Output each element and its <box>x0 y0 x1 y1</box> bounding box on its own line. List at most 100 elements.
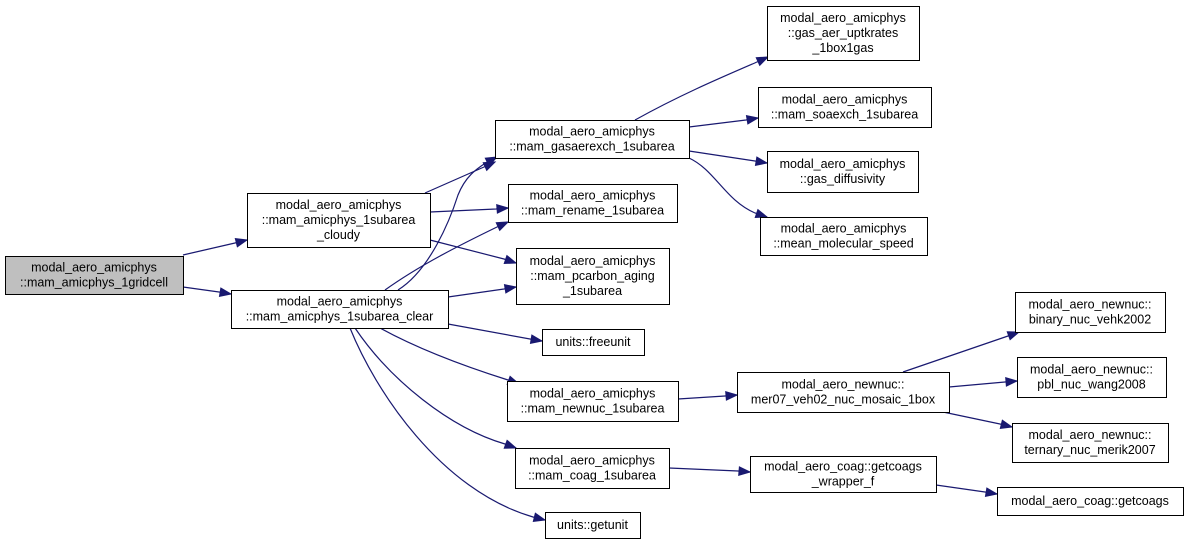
edge-clear-to-rename <box>384 221 510 291</box>
edge-line <box>688 150 768 164</box>
edge-line <box>429 239 517 264</box>
node-label-line: ternary_nuc_merik2007 <box>1024 443 1155 457</box>
node-cloudy[interactable]: modal_aero_amicphys::mam_amicphys_1subar… <box>247 193 431 248</box>
edge-mosaic-to-binary <box>902 331 1021 373</box>
edge-gasaerexch-to-soaexch <box>688 115 760 128</box>
edges-layer <box>182 56 1021 522</box>
node-gridcell[interactable]: modal_aero_amicphys::mam_amicphys_1gridc… <box>5 256 184 295</box>
node-label-line: _wrapper_f <box>811 475 875 489</box>
edge-line <box>349 327 546 521</box>
node-label-line: units::getunit <box>557 518 628 532</box>
node-label-line: modal_aero_newnuc:: <box>1030 363 1153 377</box>
arrowhead-icon <box>745 115 760 125</box>
node-label-line: modal_aero_coag::getcoags <box>764 460 922 474</box>
node-label-line: ::mam_amicphys_1subarea_clear <box>246 310 434 324</box>
node-coag[interactable]: modal_aero_amicphys::mam_coag_1subarea <box>515 448 670 489</box>
node-label-line: modal_aero_amicphys <box>780 11 906 25</box>
arrowhead-icon <box>495 221 510 232</box>
node-label-line: ::mam_pcarbon_aging <box>530 269 654 283</box>
node-label-line: ::mam_gasaerexch_1subarea <box>509 140 674 154</box>
node-molspeed[interactable]: modal_aero_amicphys::mean_molecular_spee… <box>760 217 928 256</box>
edge-wrapper-to-getcoags <box>935 484 999 497</box>
node-box <box>508 184 678 223</box>
node-box <box>737 372 950 413</box>
arrowhead-icon <box>738 466 752 476</box>
node-label-line: ::gas_diffusivity <box>800 172 886 186</box>
arrowhead-icon <box>529 334 544 344</box>
node-label-line: modal_aero_newnuc:: <box>1029 428 1152 442</box>
arrowhead-icon <box>984 487 999 497</box>
node-label-line: ::mam_coag_1subarea <box>528 469 656 483</box>
node-label-line: modal_aero_amicphys <box>31 261 157 275</box>
node-box <box>750 456 937 493</box>
node-box <box>545 512 641 539</box>
edge-cloudy-to-gasaerexch <box>424 161 497 194</box>
arrowhead-icon <box>503 284 518 294</box>
node-wrapper[interactable]: modal_aero_coag::getcoags_wrapper_f <box>750 456 937 493</box>
arrowhead-icon <box>999 419 1014 429</box>
node-label-line: modal_aero_coag::getcoags <box>1011 494 1169 508</box>
node-pbl[interactable]: modal_aero_newnuc::pbl_nuc_wang2008 <box>1017 357 1167 398</box>
arrowhead-icon <box>484 156 499 167</box>
edge-newnuc-to-mosaic <box>677 391 739 401</box>
node-getunit[interactable]: units::getunit <box>545 512 641 539</box>
edge-line <box>397 156 498 291</box>
arrowhead-icon <box>218 287 233 297</box>
node-label-line: modal_aero_amicphys <box>530 189 656 203</box>
node-binary[interactable]: modal_aero_newnuc::binary_nuc_vehk2002 <box>1015 292 1166 333</box>
node-label-line: _1box1gas <box>811 41 873 55</box>
node-soaexch[interactable]: modal_aero_amicphys::mam_soaexch_1subare… <box>758 87 932 128</box>
edge-line <box>447 323 543 342</box>
arrowhead-icon <box>1005 377 1019 387</box>
edge-gridcell-to-cloudy <box>182 238 249 256</box>
node-box <box>1017 357 1167 398</box>
edge-line <box>902 331 1020 373</box>
edge-line <box>384 221 509 291</box>
node-label-line: modal_aero_amicphys <box>529 454 655 468</box>
node-diffusivity[interactable]: modal_aero_amicphys::gas_diffusivity <box>767 151 919 193</box>
node-label-line: modal_aero_amicphys <box>780 157 906 171</box>
node-getcoags[interactable]: modal_aero_coag::getcoags <box>997 487 1184 516</box>
node-label-line: modal_aero_amicphys <box>782 93 908 107</box>
edge-line <box>668 467 751 473</box>
node-pcarbon[interactable]: modal_aero_amicphys::mam_pcarbon_aging_1… <box>516 248 670 305</box>
node-box <box>515 448 670 489</box>
node-box <box>542 329 645 356</box>
edge-line <box>354 327 517 449</box>
edge-gridcell-to-clear <box>182 286 233 297</box>
node-box <box>516 248 670 305</box>
node-ternary[interactable]: modal_aero_newnuc::ternary_nuc_merik2007 <box>1012 423 1169 463</box>
node-label-line: modal_aero_amicphys <box>781 222 907 236</box>
node-box <box>1012 423 1169 463</box>
node-label-line: modal_aero_amicphys <box>529 125 655 139</box>
edge-line <box>379 327 520 385</box>
node-box <box>758 87 932 128</box>
node-label-line: ::mam_amicphys_1gridcell <box>20 276 168 290</box>
node-label-line: ::mam_amicphys_1subarea <box>262 213 416 227</box>
node-label-line: modal_aero_amicphys <box>277 295 403 309</box>
node-mosaic[interactable]: modal_aero_newnuc::mer07_veh02_nuc_mosai… <box>737 372 950 413</box>
node-gasaerexch[interactable]: modal_aero_amicphys::mam_gasaerexch_1sub… <box>495 120 690 159</box>
node-box <box>507 381 679 422</box>
node-label-line: pbl_nuc_wang2008 <box>1037 378 1145 392</box>
edge-line <box>634 56 769 121</box>
edge-gasaerexch-to-diffusivity <box>688 150 769 166</box>
node-uptkrates[interactable]: modal_aero_amicphys::gas_aer_uptkrates_1… <box>767 6 920 61</box>
node-rename[interactable]: modal_aero_amicphys::mam_rename_1subarea <box>508 184 678 223</box>
node-newnuc[interactable]: modal_aero_amicphys::mam_newnuc_1subarea <box>507 381 679 422</box>
node-box <box>1015 292 1166 333</box>
node-label-line: modal_aero_amicphys <box>530 254 656 268</box>
arrowhead-icon <box>725 391 739 401</box>
node-box <box>231 290 449 329</box>
node-clear[interactable]: modal_aero_amicphys::mam_amicphys_1subar… <box>231 290 449 329</box>
node-label-line: ::mam_rename_1subarea <box>521 204 664 218</box>
arrowhead-icon <box>532 512 547 522</box>
node-box <box>767 6 920 61</box>
edge-gasaerexch-to-molspeed <box>688 157 769 219</box>
edge-gasaerexch-to-uptkrates <box>634 56 770 121</box>
edge-clear-to-gasaerexch <box>397 156 499 291</box>
edge-clear-to-getunit <box>349 327 547 522</box>
edge-clear-to-freeunit <box>447 323 544 344</box>
node-freeunit[interactable]: units::freeunit <box>542 329 645 356</box>
node-label-line: ::gas_aer_uptkrates <box>788 26 899 40</box>
